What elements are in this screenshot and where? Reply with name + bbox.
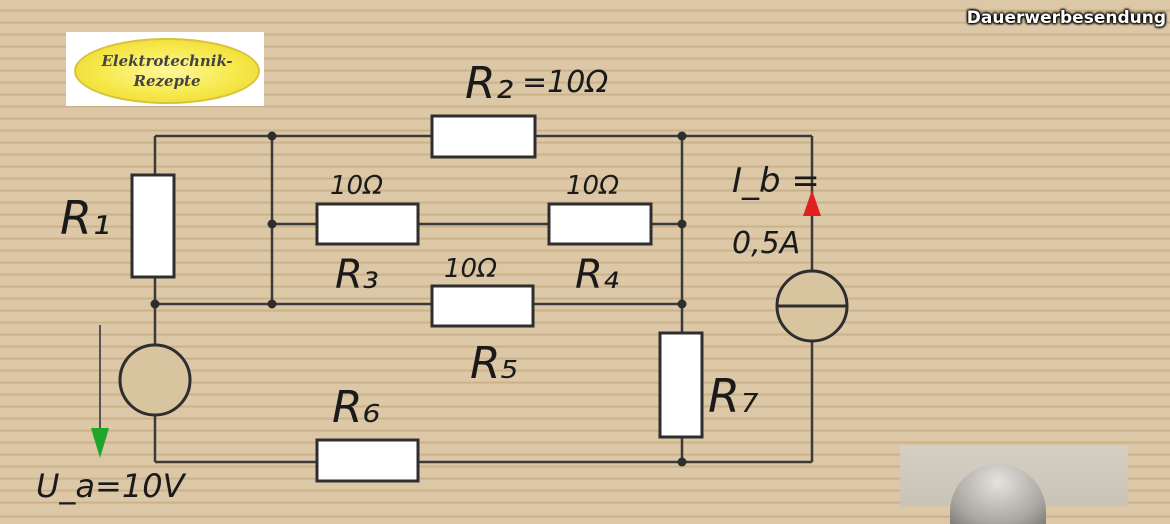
label-ua: U_a=10V	[36, 467, 187, 505]
label-r6: R₆	[332, 382, 380, 433]
ad-disclosure-tag: Dauerwerbesendung	[966, 8, 1166, 28]
logo: Elektrotechnik- Rezepte	[66, 32, 264, 106]
resistor-r1	[130, 173, 176, 279]
junction-dots	[150, 131, 687, 467]
logo-badge: Elektrotechnik- Rezepte	[74, 38, 260, 104]
label-r1: R₁	[60, 191, 110, 245]
label-r4-value: 10Ω	[566, 171, 619, 201]
label-r3-value: 10Ω	[330, 171, 383, 201]
video-frame: R₁ R₂ =10Ω 10Ω 10Ω R₃ R₄ 10Ω R₅ R₆ R₇ I_…	[36, 8, 1166, 524]
label-r2: R₂	[465, 58, 513, 109]
presenter-video-inset	[900, 446, 1128, 524]
label-r5-value: 10Ω	[444, 254, 497, 284]
resistor-r5	[430, 284, 535, 328]
current-source-icon	[775, 269, 849, 343]
label-r5: R₅	[470, 338, 518, 389]
resistors	[130, 114, 704, 483]
label-r3: R₃	[335, 252, 379, 298]
logo-line-2: Rezepte	[133, 72, 201, 90]
label-ib-value: 0,5A	[732, 226, 800, 261]
circuit-diagram: R₁ R₂ =10Ω 10Ω 10Ω R₃ R₄ 10Ω R₅ R₆ R₇ I_…	[36, 58, 849, 505]
voltage-source-icon	[118, 343, 192, 417]
label-r2-value: =10Ω	[522, 65, 608, 100]
resistor-r3	[315, 202, 420, 246]
label-r7: R₇	[708, 369, 759, 423]
resistor-r7	[658, 331, 704, 439]
resistor-r4	[547, 202, 653, 246]
presenter-head	[950, 464, 1046, 524]
current-arrow-icon	[803, 190, 821, 216]
resistor-r2	[430, 114, 537, 159]
logo-line-1: Elektrotechnik-	[101, 52, 233, 70]
voltage-arrow-icon	[91, 325, 109, 458]
label-ib: I_b =	[732, 161, 820, 201]
resistor-r6	[315, 438, 420, 483]
label-r4: R₄	[575, 252, 619, 298]
